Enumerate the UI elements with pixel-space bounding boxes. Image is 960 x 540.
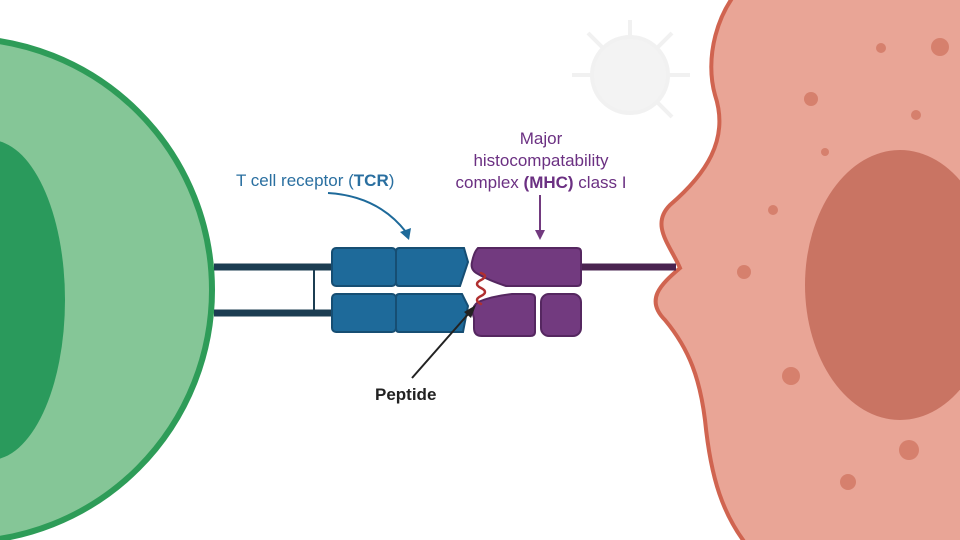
mhc-beta2-microglobulin bbox=[540, 293, 582, 337]
tcr-label: T cell receptor (TCR) bbox=[236, 171, 395, 190]
mhc-alpha-upper bbox=[470, 247, 582, 287]
t-cell-body bbox=[0, 38, 215, 540]
mhc-complex bbox=[470, 247, 582, 337]
virus-watermark bbox=[572, 20, 690, 119]
tcr-receptor bbox=[331, 247, 470, 333]
tcr-domain bbox=[331, 293, 397, 333]
peptide-arrow bbox=[411, 305, 476, 379]
tcr-arrow bbox=[327, 192, 411, 240]
peptide-label: Peptide bbox=[375, 385, 437, 404]
mhc-alpha-lower bbox=[471, 293, 536, 337]
mhc-arrow bbox=[535, 195, 545, 240]
tcr-stalks bbox=[214, 263, 334, 317]
tcr-domain bbox=[395, 247, 470, 287]
tcr-domain bbox=[331, 247, 397, 287]
mhc-label: Major histocompatability complex (MHC) c… bbox=[455, 129, 627, 192]
target-cell-nucleus bbox=[805, 150, 960, 420]
tcr-label-abbrev: TCR bbox=[353, 171, 389, 190]
target-cell bbox=[653, 0, 960, 540]
t-cell bbox=[0, 38, 215, 540]
tcr-domain bbox=[395, 293, 470, 333]
t-cell-nucleus bbox=[0, 141, 65, 459]
mhc-label-abbrev: (MHC) bbox=[523, 173, 574, 192]
peptide-squiggle bbox=[475, 271, 487, 306]
target-cell-spots bbox=[737, 38, 949, 490]
